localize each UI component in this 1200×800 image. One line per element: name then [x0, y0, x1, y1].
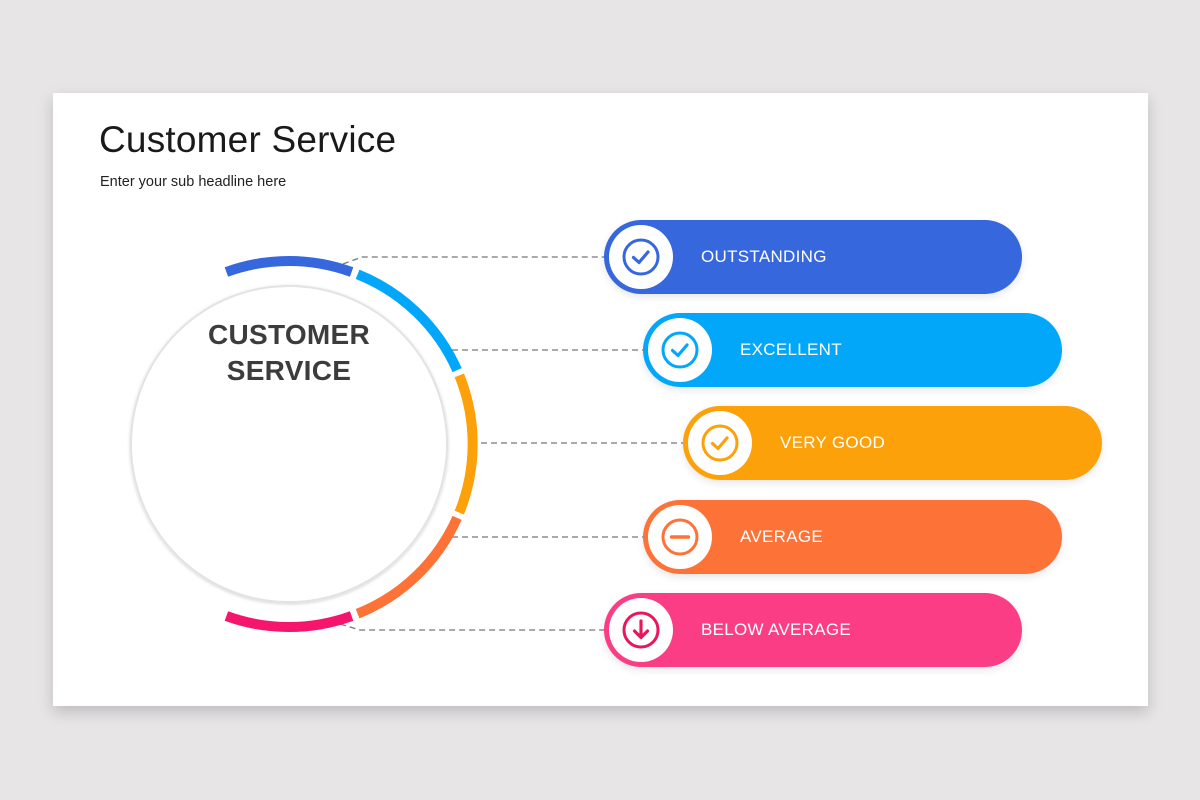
level-outstanding[interactable]: OUTSTANDING — [604, 220, 1022, 294]
arc-very-good — [454, 373, 478, 515]
connector-below-average — [339, 623, 606, 631]
level-average[interactable]: AVERAGE — [643, 500, 1062, 574]
check-circle-icon — [661, 331, 699, 369]
level-excellent[interactable]: EXCELLENT — [643, 313, 1062, 387]
level-excellent-label: EXCELLENT — [740, 340, 842, 359]
arc-average — [355, 515, 462, 619]
slide-subtitle: Enter your sub headline here — [100, 174, 287, 190]
level-outstanding-label: OUTSTANDING — [701, 247, 827, 266]
level-outstanding-badge — [609, 225, 673, 289]
rating-arc — [224, 255, 478, 633]
level-below-average[interactable]: BELOW AVERAGE — [604, 593, 1022, 667]
level-excellent-badge — [648, 318, 712, 382]
connector-lines — [339, 256, 686, 631]
minus-circle-icon — [661, 518, 699, 556]
level-below-average-label: BELOW AVERAGE — [701, 620, 852, 639]
level-very-good[interactable]: VERY GOOD — [683, 406, 1102, 480]
connector-outstanding — [342, 256, 606, 265]
hub-label: CUSTOMER SERVICE — [131, 317, 447, 389]
arrow-down-circle-icon — [622, 611, 660, 649]
arc-below-average — [224, 611, 354, 633]
level-average-badge — [648, 505, 712, 569]
check-circle-icon — [701, 424, 739, 462]
check-circle-icon — [622, 238, 660, 276]
hub-circle — [130, 285, 448, 603]
slide-title: Customer Service — [99, 119, 397, 160]
level-below-average-badge — [609, 598, 673, 662]
hub-label-line2: SERVICE — [226, 355, 352, 386]
level-very-good-badge — [688, 411, 752, 475]
arc-excellent — [355, 269, 462, 373]
level-average-label: AVERAGE — [740, 527, 824, 546]
hub-label-line1: CUSTOMER — [207, 319, 371, 350]
arc-outstanding — [224, 255, 354, 277]
level-very-good-label: VERY GOOD — [780, 433, 886, 452]
